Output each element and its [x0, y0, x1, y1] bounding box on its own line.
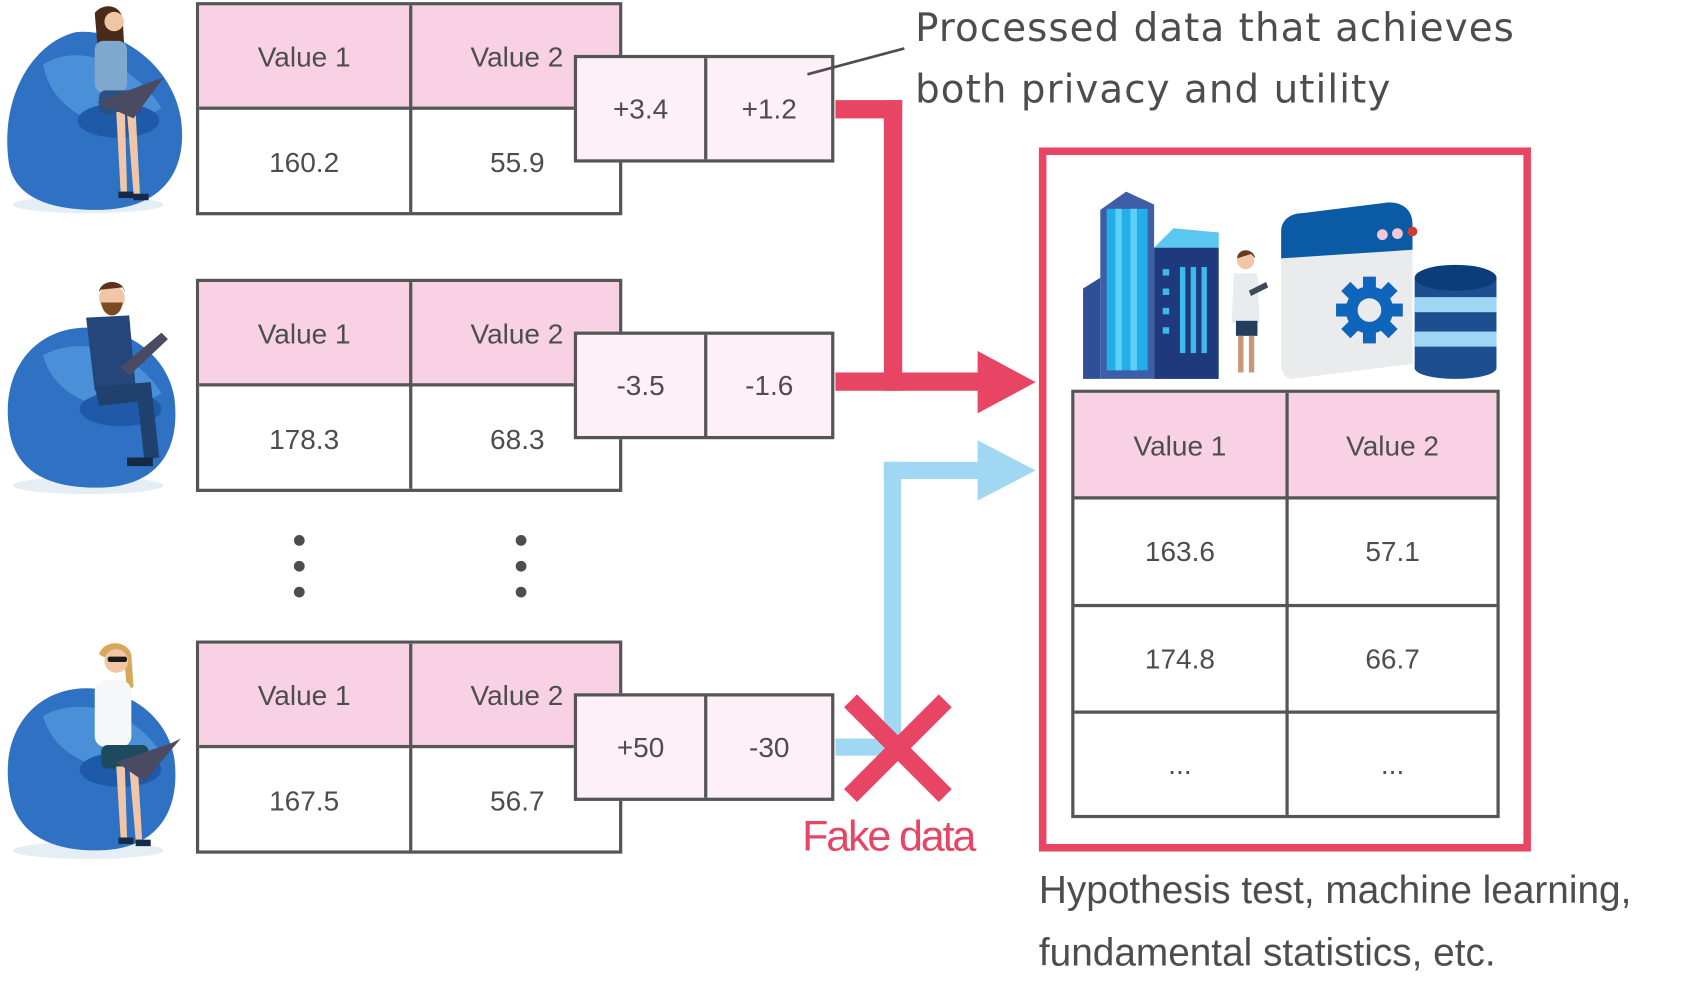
column-divider	[409, 5, 413, 213]
header-value-1: Value 1	[257, 317, 351, 350]
analysis-illustration	[1083, 191, 1497, 379]
ellipsis-dot	[293, 586, 305, 598]
ellipsis-dot	[515, 586, 527, 598]
noise-value-1: -3.5	[616, 368, 665, 401]
column-divider	[1285, 392, 1289, 815]
arrow-segment	[883, 100, 903, 391]
arrow-segment	[883, 461, 902, 756]
blonde-woman-with-laptop-icon	[94, 643, 181, 847]
woman-with-laptop-icon	[94, 6, 164, 201]
noise-value-2: -30	[748, 730, 790, 763]
noise-value-1: +3.4	[612, 92, 669, 125]
fake-data-label: Fake data	[802, 812, 976, 861]
user-1-noise-box: +3.4 +1.2	[573, 54, 835, 163]
column-divider	[704, 334, 708, 436]
column-divider	[409, 643, 413, 851]
arrowhead-blue-icon	[977, 440, 1036, 501]
user-3-noise-box: +50 -30	[573, 693, 835, 801]
ellipsis-dot	[515, 535, 527, 546]
gear-icon	[1336, 276, 1403, 344]
cell-value-1: 160.2	[269, 145, 340, 179]
user-2-data-table: Value 1 Value 2 178.3 68.3	[195, 278, 623, 492]
user-2-noise-box: -3.5 -1.6	[573, 331, 835, 440]
processed-data-caption-line1: Processed data that achieves	[915, 6, 1515, 51]
analyst-data-box	[1038, 147, 1531, 852]
header-value-1: Value 1	[257, 40, 351, 74]
user-1-illustration	[7, 6, 183, 214]
analysis-caption-line1: Hypothesis test, machine learning,	[1038, 867, 1632, 912]
cell-value-2: 66.7	[1365, 642, 1420, 675]
column-divider	[704, 58, 708, 160]
header-value-2: Value 2	[470, 40, 564, 74]
noise-value-1: +50	[616, 730, 665, 763]
cell-value-1: 167.5	[269, 784, 340, 817]
cell-value-2: 68.3	[490, 422, 545, 455]
cell-value-2: 55.9	[490, 145, 545, 179]
cell-value-2: ...	[1380, 747, 1405, 780]
arrow-segment	[835, 372, 987, 391]
noise-value-2: +1.2	[741, 92, 797, 125]
ellipsis-dot	[293, 535, 305, 546]
aggregate-data-table: Value 1 Value 2 163.6 57.1 174.8 66.7 ..…	[1071, 389, 1500, 819]
cell-value-1: 174.8	[1144, 642, 1215, 675]
user-2-illustration	[7, 282, 176, 495]
office-building-icon	[1083, 191, 1219, 379]
header-value-2: Value 2	[1346, 429, 1440, 462]
cell-value-1: 163.6	[1144, 535, 1215, 568]
callout-leader-line	[807, 47, 905, 76]
bearded-man-with-tablet-icon	[86, 282, 168, 467]
column-divider	[704, 696, 708, 798]
header-value-2: Value 2	[470, 679, 564, 712]
cell-value-1: ...	[1168, 747, 1192, 780]
header-value-1: Value 1	[257, 679, 351, 712]
analyst-woman-icon	[1231, 250, 1269, 373]
cell-value-1: 178.3	[269, 422, 340, 455]
header-value-2: Value 2	[470, 317, 564, 350]
beanbag-chair-icon	[7, 31, 183, 214]
column-divider	[409, 282, 413, 489]
ellipsis-dot	[515, 560, 527, 572]
arrowhead-red-icon	[977, 350, 1036, 414]
reject-x-icon	[844, 694, 952, 803]
processed-data-caption-line2: both privacy and utility	[915, 67, 1392, 112]
database-icon	[1414, 264, 1497, 379]
settings-window-icon	[1281, 202, 1418, 379]
header-value-1: Value 1	[1133, 429, 1227, 462]
noise-value-2: -1.6	[745, 368, 794, 401]
user-1-data-table: Value 1 Value 2 160.2 55.9	[195, 2, 623, 216]
user-3-data-table: Value 1 Value 2 167.5 56.7	[195, 640, 623, 854]
cell-value-2: 56.7	[490, 784, 545, 817]
user-3-illustration	[7, 643, 181, 860]
ellipsis-dot	[293, 560, 305, 572]
cell-value-2: 57.1	[1365, 535, 1420, 568]
analysis-caption-line2: fundamental statistics, etc.	[1038, 930, 1496, 975]
arrow-segment	[883, 461, 987, 480]
